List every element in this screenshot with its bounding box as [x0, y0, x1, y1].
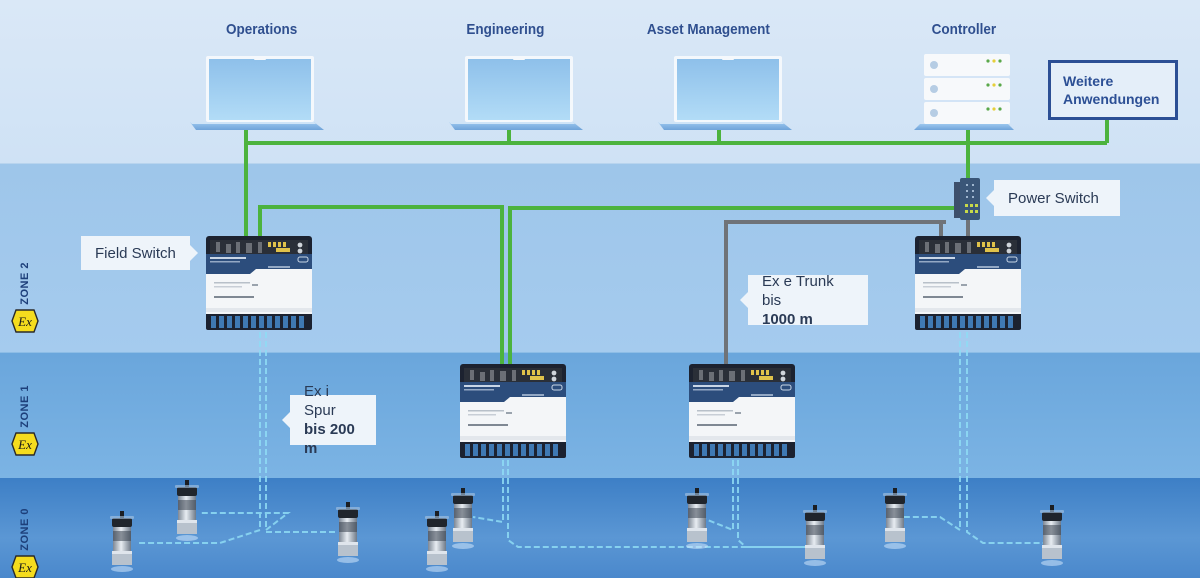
field-instrument-icon [175, 480, 199, 541]
laptop-icon-operations [190, 56, 324, 130]
zone-label-0: ZONE 0 [11, 508, 39, 578]
field-instrument-icon [1040, 505, 1064, 566]
trunk-line-powerswitch-to-center [724, 220, 946, 368]
spur-line-7 [737, 460, 813, 548]
zone-label-1: ZONE 1 [11, 385, 39, 456]
station-label-asset-management: Asset Management [646, 21, 770, 38]
zone-1-text: ZONE 1 [19, 385, 31, 428]
power-switch-icon [954, 178, 980, 220]
spur-line-4 [472, 460, 504, 524]
station-label-engineering: Engineering [466, 21, 545, 38]
field-instrument-icon [803, 505, 827, 566]
spur-line-6 [699, 460, 734, 532]
ethernet-fieldswitch-to-center-a [258, 205, 504, 366]
server-icon-controller [914, 54, 1014, 130]
field-switch-zone1-center [459, 363, 567, 459]
ex-hazard-icon [11, 309, 39, 333]
callout-field-switch-text: Field Switch [95, 244, 176, 262]
laptop-icon-asset-management [658, 56, 792, 130]
callout-trunk-line2: 1000 m [762, 310, 813, 328]
field-instruments [110, 480, 1064, 572]
zone-2-text: ZONE 2 [19, 262, 31, 305]
zone-0-text: ZONE 0 [19, 508, 31, 551]
field-instrument-icon [110, 511, 134, 572]
callout-spur-line2: bis 200 m [304, 421, 355, 457]
station-label-operations: Operations [225, 21, 298, 38]
callout-spur-line1: Ex i Spur [304, 383, 336, 419]
station-label-controller: Controller [931, 21, 997, 38]
field-switch-zone2-right [914, 235, 1022, 331]
field-switch-zone1-right [688, 363, 796, 459]
other-applications-box: Weitere Anwendungen [1048, 60, 1178, 120]
ex-hazard-icon [11, 555, 39, 578]
zone-label-2: ZONE 2 [11, 262, 39, 333]
ex-hazard-icon [11, 432, 39, 456]
field-instrument-icon [425, 511, 449, 572]
callout-trunk: Ex e Trunk bis 1000 m [740, 272, 868, 328]
field-instrument-icon [451, 488, 475, 549]
callout-field-switch: Field Switch [81, 236, 198, 270]
ethernet-lines [244, 120, 1109, 366]
spur-line-9 [966, 332, 1048, 544]
ethernet-fieldswitch-to-center-b [508, 206, 958, 366]
field-instrument-icon [336, 502, 360, 563]
spur-lines [137, 332, 1048, 548]
zone0-band [0, 478, 1200, 578]
spur-line-1 [137, 332, 261, 544]
spur-line-2 [199, 332, 291, 533]
callout-spur: Ex i Spur bis 200 m [282, 383, 376, 457]
other-applications-line1: Weitere [1063, 73, 1114, 89]
callout-power-switch: Power Switch [986, 180, 1120, 216]
callout-trunk-line1: Ex e Trunk bis [762, 272, 834, 309]
other-applications-line2: Anwendungen [1063, 91, 1160, 107]
field-switch-zone2-left [205, 235, 313, 331]
spur-line-5 [507, 460, 813, 548]
zone1-band [0, 352, 1200, 479]
spur-line-8 [895, 332, 961, 532]
callout-power-switch-text: Power Switch [1008, 189, 1099, 207]
field-instrument-icon [685, 488, 709, 549]
laptop-icon-engineering [449, 56, 583, 130]
field-instrument-icon [883, 488, 907, 549]
